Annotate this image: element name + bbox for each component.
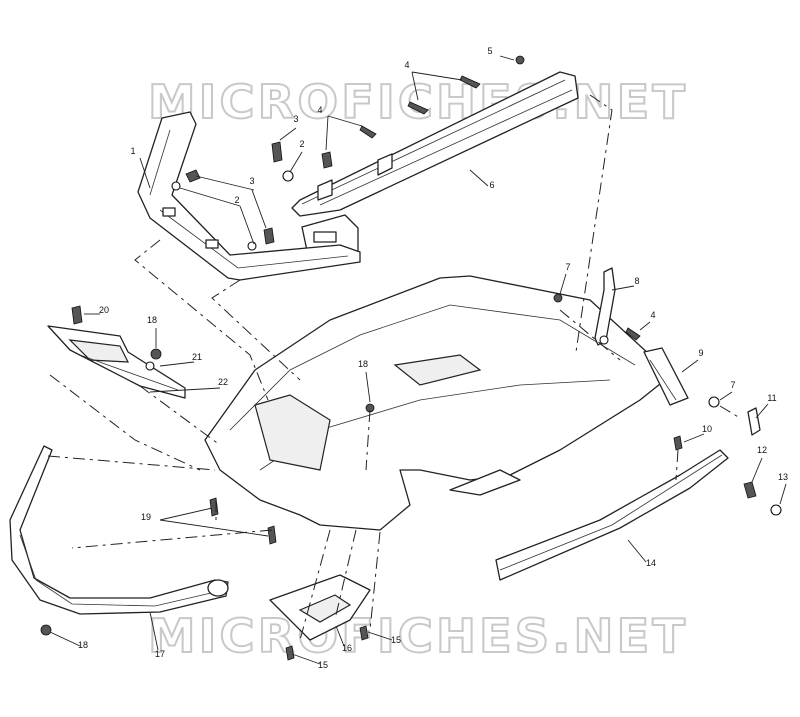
bolt-icon xyxy=(673,435,683,451)
washer-icon xyxy=(247,241,257,251)
callout-18: 18 xyxy=(78,640,88,650)
bolt-icon xyxy=(285,645,295,661)
bolt-icon xyxy=(625,327,641,341)
callout-4: 4 xyxy=(650,310,655,320)
callout-12: 12 xyxy=(757,445,767,455)
nut-icon xyxy=(40,624,52,636)
callout-3: 3 xyxy=(293,114,298,124)
callout-21: 21 xyxy=(192,352,202,362)
callout-6: 6 xyxy=(489,180,494,190)
callout-15: 15 xyxy=(391,635,401,645)
part-17-front-bumper xyxy=(9,445,229,615)
bolt-icon xyxy=(743,481,757,499)
nut-icon xyxy=(150,348,162,360)
washer-icon xyxy=(171,181,181,191)
callout-9: 9 xyxy=(698,348,703,358)
part-6-upper-bar xyxy=(291,71,579,266)
bolt-icon xyxy=(271,141,283,163)
callout-19: 19 xyxy=(141,512,151,522)
part-1-left-bracket xyxy=(137,111,361,281)
bolt-icon xyxy=(209,497,219,517)
hardware xyxy=(40,55,782,661)
callout-7: 7 xyxy=(730,380,735,390)
part-16-skid-plate xyxy=(269,574,371,641)
callout-4: 4 xyxy=(404,60,409,70)
bolt-icon xyxy=(321,151,333,169)
leader-lines xyxy=(49,55,787,665)
callout-8: 8 xyxy=(634,276,639,286)
callout-labels: 1223344456778910111213141515161718181819… xyxy=(78,46,788,670)
callout-22: 22 xyxy=(218,377,228,387)
bolt-icon xyxy=(267,525,277,545)
nut-icon xyxy=(553,293,563,303)
watermark-top: MICROFICHES.NET xyxy=(148,75,688,129)
bolt-icon xyxy=(185,169,201,183)
bolt-icon xyxy=(515,55,525,65)
callout-10: 10 xyxy=(702,424,712,434)
bolt-icon xyxy=(359,125,377,139)
callout-1: 1 xyxy=(130,146,135,156)
callout-2: 2 xyxy=(299,139,304,149)
assembly-lines xyxy=(47,94,741,641)
bolt-icon xyxy=(71,305,83,325)
washer-icon xyxy=(708,396,720,408)
watermark-bottom: MICROFICHES.NET xyxy=(148,609,688,663)
callout-20: 20 xyxy=(99,305,109,315)
callout-15: 15 xyxy=(318,660,328,670)
callout-17: 17 xyxy=(155,649,165,659)
callout-4: 4 xyxy=(317,105,322,115)
callout-7: 7 xyxy=(565,262,570,272)
part-9-bracket xyxy=(643,347,689,406)
bolt-icon xyxy=(263,227,275,245)
callout-18: 18 xyxy=(147,315,157,325)
callout-18: 18 xyxy=(358,359,368,369)
callout-14: 14 xyxy=(646,558,656,568)
callout-3: 3 xyxy=(249,176,254,186)
main-hood-body xyxy=(204,275,666,531)
callout-13: 13 xyxy=(778,472,788,482)
callout-11: 11 xyxy=(767,393,776,403)
part-14-right-bumper xyxy=(495,449,729,581)
washer-icon xyxy=(282,170,294,182)
bolt-icon xyxy=(407,101,429,115)
bolt-icon xyxy=(459,75,481,89)
part-8-strut xyxy=(594,267,616,346)
washer-icon xyxy=(770,504,782,516)
callout-5: 5 xyxy=(487,46,492,56)
part-11-clip xyxy=(747,407,761,436)
bolt-icon xyxy=(359,625,369,641)
callout-16: 16 xyxy=(342,643,352,653)
washer-icon xyxy=(145,361,155,371)
callout-2: 2 xyxy=(234,195,239,205)
part-22-left-panel xyxy=(47,325,186,399)
